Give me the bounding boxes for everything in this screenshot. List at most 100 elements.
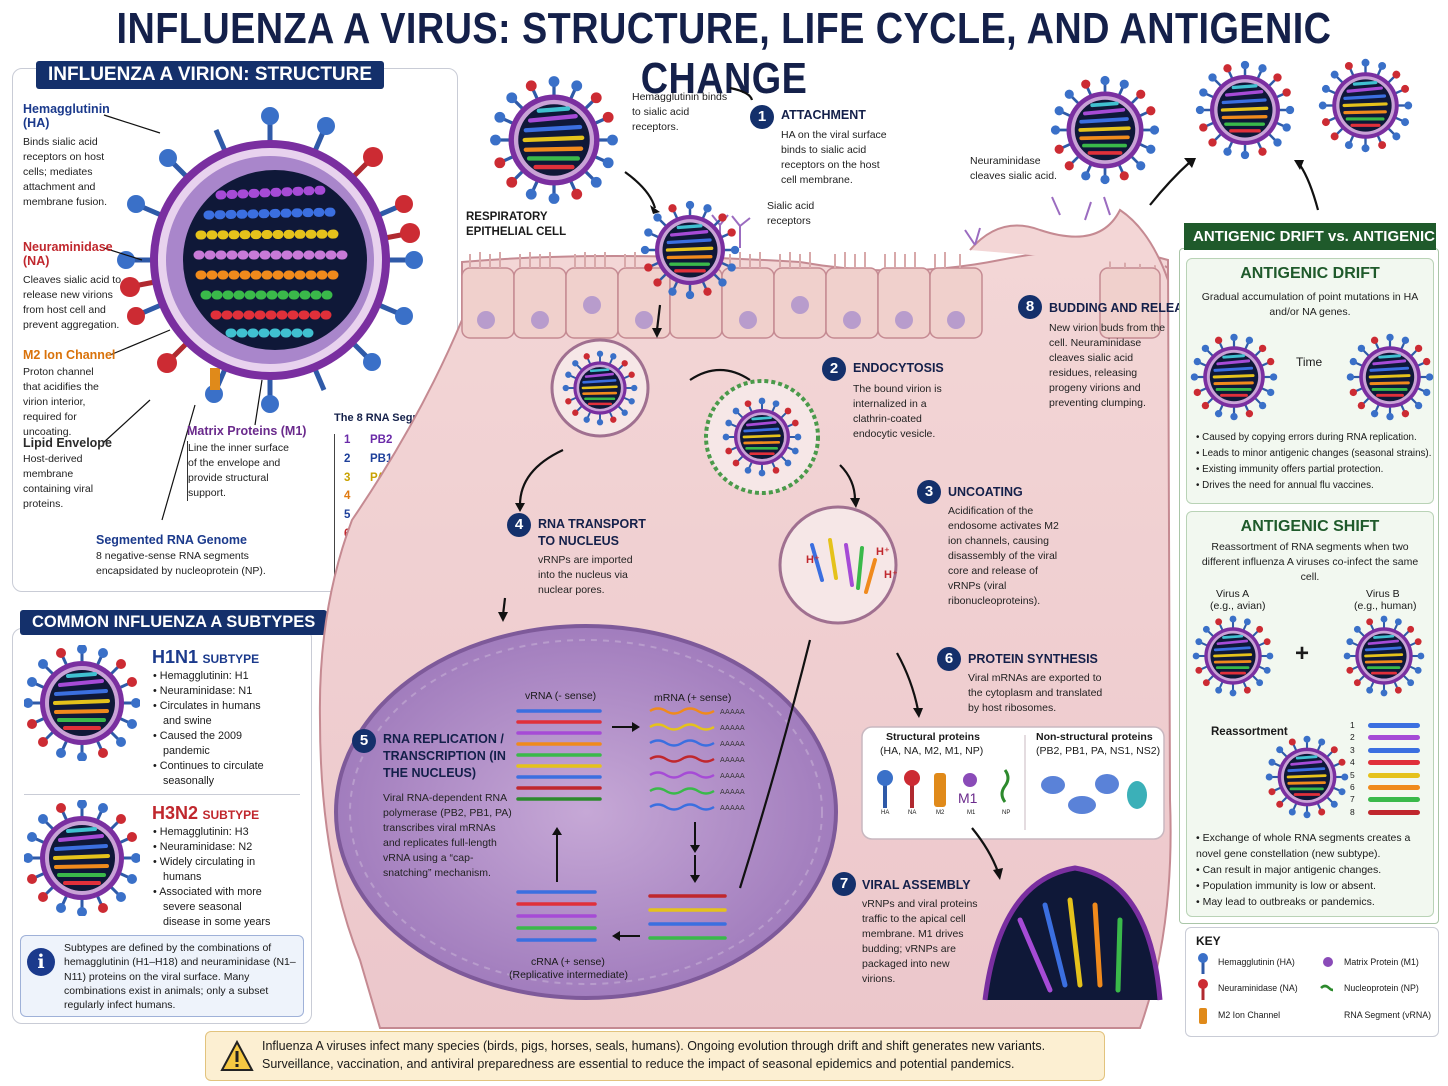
warning-icon [220,1040,254,1071]
virus-b-sublabel: (e.g., human) [1354,600,1417,612]
structural-icon-label: M2 [936,810,945,816]
h3n2-name: H3N2 [152,803,199,823]
fact-item: Hemagglutinin: H3 [153,825,303,840]
fact-item: Neuraminidase: N2 [153,840,303,855]
virus-b-label: Virus B [1366,588,1400,600]
vesicle-virion-icon [722,397,802,477]
sialic-receptor-label: Sialic acid receptors [767,200,815,227]
segment-number: 1 [344,434,351,446]
svg-text:AAAAA: AAAAA [720,724,745,732]
fact-item: Widely circulating in [153,855,303,870]
matrix-protein-description: Line the inner surface of the envelope a… [187,441,295,501]
fact-item: humans [163,871,202,883]
fact-item: Caused the 2009 [153,729,303,744]
shift-facts: Exchange of whole RNA segments creates a… [1196,830,1432,910]
fact-item: May lead to outbreaks or pandemics. [1196,894,1432,910]
segment-number: 7 [1350,794,1355,805]
released-virion-icon-2 [1318,58,1413,153]
segment-number: 3 [1350,744,1355,755]
step-8-title: BUDDING AND RELEASE [1049,301,1200,315]
key-item-label: Matrix Protein (M1) [1344,957,1419,967]
plus-sign: + [1295,640,1310,667]
mrna-label: mRNA (+ sense) [654,692,732,704]
virion-cutaway-illustration [117,107,423,413]
na-label: Neuraminidase (NA) [23,240,113,268]
step-6-number: 6 [937,647,961,671]
svg-text:AAAAA: AAAAA [720,804,745,812]
step-6-title: PROTEIN SYNTHESIS [968,652,1098,666]
fact-item: Population immunity is low or absent. [1196,878,1432,894]
structural-proteins-sub: (HA, NA, M2, M1, NP) [880,745,984,757]
step-2-number: 2 [822,357,846,381]
fact-item: Circulates in humans [153,699,303,714]
segment-bar [1368,785,1420,790]
segment-bar [1368,772,1420,778]
h1n1-suffix: SUBTYPE [202,652,260,666]
fact-item: Leads to minor antigenic changes (season… [1196,446,1434,462]
segment-number: 8 [1350,806,1355,817]
reassortment-label: Reassortment [1211,726,1288,738]
virus-a-icon [1192,615,1274,697]
key-item-label: RNA Segment (vRNA) [1344,1010,1432,1020]
respiratory-cell-label: RESPIRATORY EPITHELIAL CELL [466,211,567,238]
segment-number: 6 [1350,782,1355,792]
segment-bar [1368,747,1420,753]
reassortant-virion-icon [1265,735,1349,819]
drift-title: ANTIGENIC DRIFT [1240,265,1380,282]
free-virion-icon [489,75,619,205]
step-7-title: VIRAL ASSEMBLY [862,878,971,892]
footer-text: Influenza A viruses infect many species … [262,1039,1046,1071]
info-text: Subtypes are defined by the combinations… [64,942,296,1012]
proton-label-3: H⁺ [884,569,898,581]
virus-a-sublabel: (e.g., avian) [1210,600,1266,612]
h3n2-facts: Hemagglutinin: H3Neuraminidase: N2Widely… [153,825,303,930]
step-5-text: Viral RNA-dependent RNA polymerase (PB2,… [383,792,512,879]
drift-virion-before-icon [1190,333,1278,421]
fact-item: Continues to circulate [153,759,303,774]
segment-bar [1368,809,1420,815]
h1n1-name: H1N1 [152,647,199,667]
segment-number: 5 [1350,769,1355,780]
released-virion-icon-1 [1195,60,1295,160]
key-item-label: Hemagglutinin (HA) [1218,957,1295,967]
crna-label: cRNA (+ sense) [531,956,605,968]
key-item-label: Nucleoprotein (NP) [1344,983,1419,993]
attaching-virion-icon [640,200,740,300]
step-4-text: vRNPs are imported into the nucleus via … [538,554,633,596]
structural-icon-label: NP [1002,810,1011,816]
step-1-title: ATTACHMENT [781,108,866,122]
segment-number: 1 [1350,720,1355,730]
svg-text:AAAAA: AAAAA [720,740,745,748]
structural-icon-label: NA [908,810,917,816]
fact-item: Existing immunity offers partial protect… [1196,462,1434,478]
step-2-text: The bound virion is internalized in a cl… [853,383,942,440]
antigenic-header: ANTIGENIC DRIFT vs. ANTIGENIC SHIFT [1184,223,1448,250]
segment-name: PB1 [370,452,393,465]
segment-number: 3 [344,471,351,484]
fact-item: seasonally [163,775,215,787]
segment-bar [1368,723,1420,728]
step-2-title: ENDOCYTOSIS [853,361,944,375]
svg-text:AAAAA: AAAAA [720,708,745,716]
key-box [1185,927,1439,1037]
fact-item: disease in some years [163,916,271,928]
m2-description: Proton channel that acidifies the virion… [23,366,99,438]
fact-item: and swine [163,715,212,727]
subtype-divider [24,794,300,795]
step-4-title: RNA TRANSPORT TO NUCLEUS [538,517,646,548]
lipid-envelope-label: Lipid Envelope [23,436,112,450]
virus-b-icon [1343,615,1425,697]
step-7-text: vRNPs and viral proteins traffic to the … [862,898,978,985]
segment-number: 5 [344,509,351,522]
na-description: Cleaves sialic acid to release new virio… [23,274,122,331]
fact-item: severe seasonal [163,901,242,913]
step-8-number: 8 [1018,295,1042,319]
nonstructural-proteins-sub: (PB2, PB1, PA, NS1, NS2) [1036,745,1161,757]
step-6-text: Viral mRNAs are exported to the cytoplas… [968,672,1103,714]
m1-glyph-label: M1 [958,790,978,806]
proton-label-2: H⁺ [876,546,890,558]
endocytosed-virion-icon [562,350,638,426]
svg-text:AAAAA: AAAAA [720,788,745,796]
